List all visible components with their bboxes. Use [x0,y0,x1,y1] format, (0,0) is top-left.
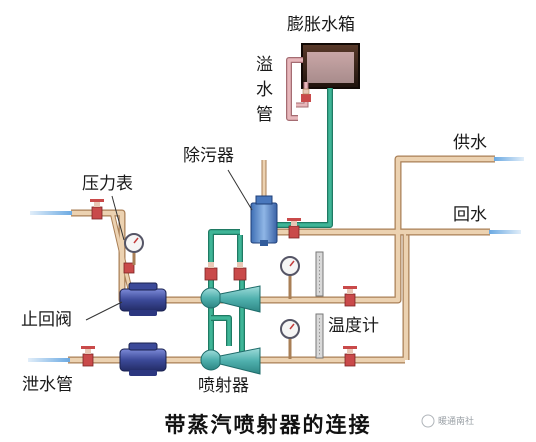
watermark-text: 暖通南社 [438,415,474,427]
return-label: 回水 [453,205,487,225]
drain-pipe-label: 泄水管 [22,375,73,395]
expansion-tank-label: 膨胀水箱 [287,15,355,35]
watermark: 暖通南社 [421,414,474,428]
thermometer-upper [315,251,324,297]
gate-valve-inlet [90,199,104,220]
pressure-gauge-lower [280,319,300,359]
strainer [250,195,278,246]
pressure-gauge-upper [280,256,300,299]
ejector-upper [200,285,261,313]
check-valve-lower [119,342,167,376]
pressure-gauge-label: 压力表 [82,174,133,194]
ejector-label: 喷射器 [198,376,249,396]
gate-valve-upper-right [343,286,357,307]
strainer-leader [227,169,253,211]
ejector-lower [200,347,261,375]
check-valve-leader [85,301,123,321]
gate-valve-green-1 [204,262,218,281]
drain-fade [28,358,70,362]
overflow-pipe-label-3: 管 [256,105,273,125]
strainer-label: 除污器 [183,146,234,166]
gate-valve-drain [81,346,95,367]
overflow-valve [301,88,311,102]
gate-valve-lower-right [343,346,357,367]
overflow-pipe-label-2: 水 [256,80,273,100]
gate-valve-return [287,218,301,239]
supply-fade [494,157,524,161]
diagram-caption: 带蒸汽喷射器的连接 [165,412,372,437]
expansion-tank [301,43,360,89]
thermometer-lower [315,313,324,359]
pressure-gauge-leader [111,195,125,241]
overflow-pipe-label-1: 溢 [256,55,273,75]
check-valve-label: 止回阀 [21,310,72,330]
supply-label: 供水 [453,133,487,153]
inlet-fade [30,211,72,215]
thermometer-label: 温度计 [328,316,379,336]
pressure-gauge-left [124,233,144,265]
check-valve-upper [119,282,167,316]
return-fade [489,230,521,234]
gate-valve-gauge-top [123,262,135,274]
gate-valve-green-2 [233,262,247,281]
